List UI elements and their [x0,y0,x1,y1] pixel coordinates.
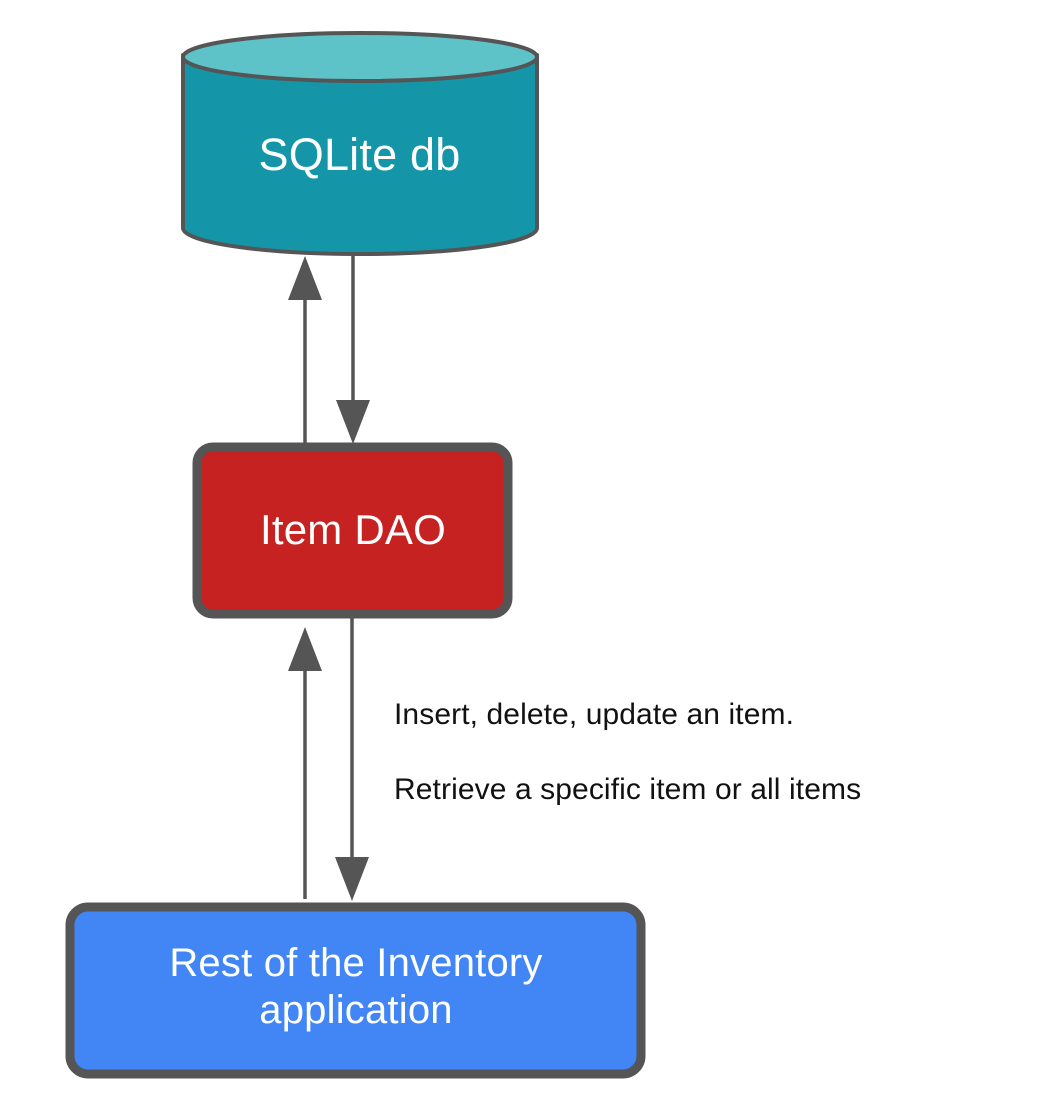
cylinder-top [181,31,539,83]
node-sqlite-db[interactable] [181,31,539,256]
inventory-app-rect [65,902,646,1079]
edge-app-to-dao[interactable] [288,627,322,899]
node-inventory-app[interactable] [65,902,646,1079]
edge-dao-to-db-arrowhead [288,256,322,300]
edge-caption-line-2: Retrieve a specific item or all items [394,773,862,806]
edge-db-to-dao-arrowhead [336,400,370,444]
edge-db-to-dao[interactable] [336,253,370,444]
edge-dao-to-db[interactable] [288,256,322,443]
cylinder-body [181,53,539,256]
edge-dao-to-app[interactable] [335,617,369,901]
node-item-dao[interactable] [192,442,513,619]
edge-app-to-dao-arrowhead [288,627,322,671]
edge-dao-to-app-arrowhead [335,857,369,901]
edge-caption-line-1: Insert, delete, update an item. [394,698,795,731]
item-dao-rect [192,442,513,619]
